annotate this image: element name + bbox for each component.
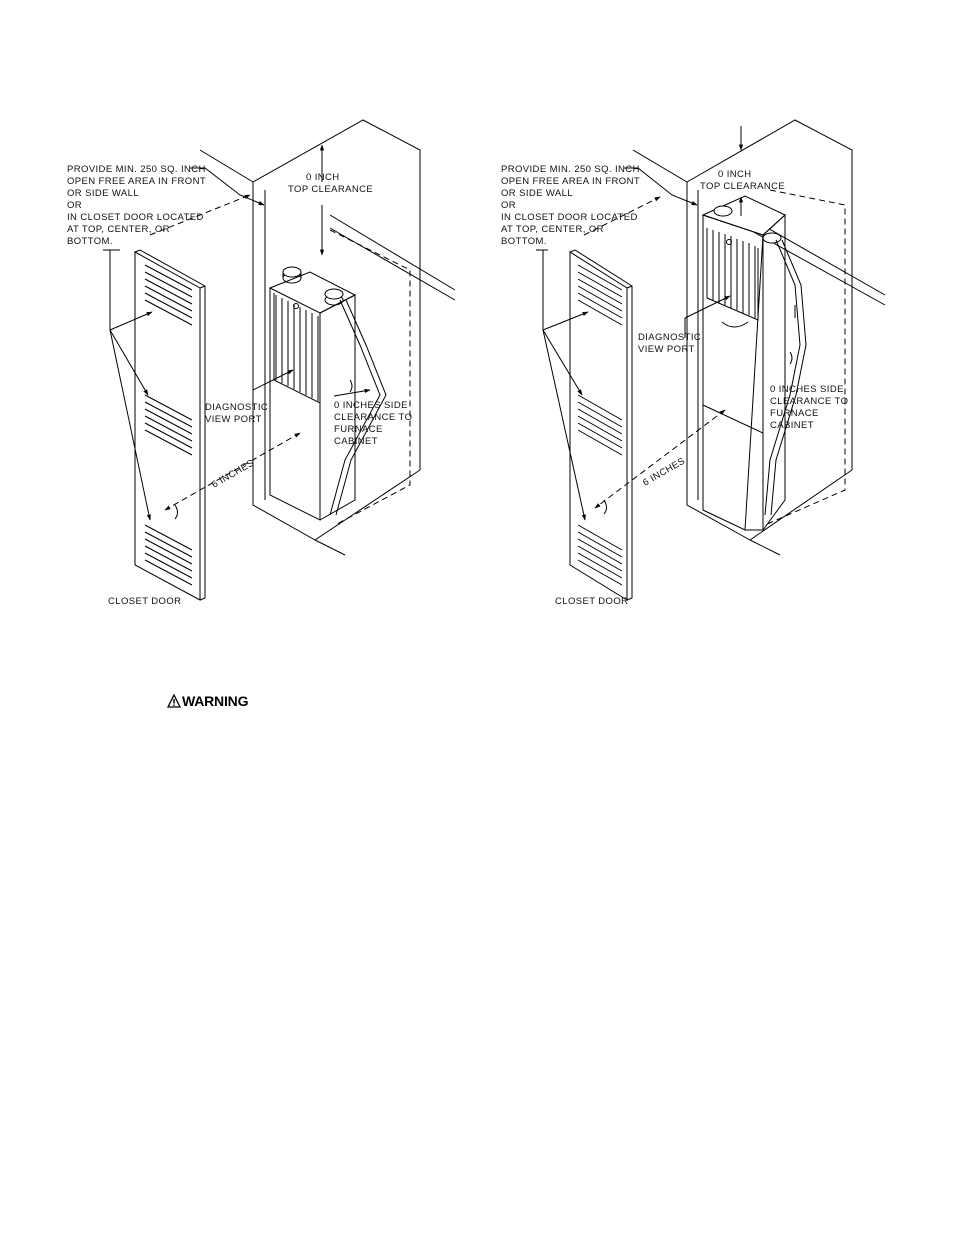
left-furnace-cabinet xyxy=(268,266,387,521)
left-side-clearance-line: FURNACE xyxy=(334,424,383,435)
right-front-clearance: 6 INCHES xyxy=(641,456,687,489)
left-provide-note-line: OR SIDE WALL xyxy=(67,188,139,199)
left-top-clearance-line: TOP CLEARANCE xyxy=(288,184,373,195)
left-provide-note-line: AT TOP, CENTER, OR xyxy=(67,224,170,235)
left-provide-note-line: OPEN FREE AREA IN FRONT xyxy=(67,176,206,187)
left-closet-door xyxy=(134,249,206,601)
left-door-louver-bottom xyxy=(144,524,193,586)
left-provide-note-line: PROVIDE MIN. 250 SQ. INCH xyxy=(67,164,206,175)
left-leader-lines xyxy=(103,144,371,521)
right-top-clearance-line: TOP CLEARANCE xyxy=(700,181,785,192)
right-side-clearance-line: CABINET xyxy=(770,420,814,431)
left-side-clearance-line: CABINET xyxy=(334,436,378,447)
right-closet-door-label: CLOSET DOOR xyxy=(555,596,628,607)
right-labels: PROVIDE MIN. 250 SQ. INCH OPEN FREE AREA… xyxy=(501,164,848,607)
left-furnace-louvers xyxy=(273,293,321,404)
left-diagnostic-line: VIEW PORT xyxy=(205,414,262,425)
right-diagnostic-line: VIEW PORT xyxy=(638,344,695,355)
left-door-louver-top xyxy=(144,264,193,326)
right-provide-note-line: IN CLOSET DOOR LOCATED xyxy=(501,212,638,223)
warning-label: WARNING xyxy=(182,693,249,709)
right-diagnostic-line: DIAGNOSTIC xyxy=(638,332,701,343)
right-provide-note-line: PROVIDE MIN. 250 SQ. INCH xyxy=(501,164,640,175)
left-top-clearance-line: 0 INCH xyxy=(306,172,340,183)
left-side-clearance-line: 0 INCHES SIDE xyxy=(334,400,408,411)
left-provide-note-line: BOTTOM. xyxy=(67,236,113,247)
right-closet-door xyxy=(569,249,633,601)
warning-triangle-icon xyxy=(167,694,181,708)
right-door-louver-bottom xyxy=(577,524,623,586)
right-furnace-louvers xyxy=(706,228,759,321)
right-side-clearance-line: FURNACE xyxy=(770,408,819,419)
left-front-clearance: 6 INCHES xyxy=(210,458,256,491)
right-provide-note-line: AT TOP, CENTER, OR xyxy=(501,224,604,235)
left-side-clearance-line: CLEARANCE TO xyxy=(334,412,412,423)
right-door-louver-top xyxy=(577,264,623,326)
left-closet-door-label: CLOSET DOOR xyxy=(108,596,181,607)
left-closet-diagram xyxy=(103,119,456,601)
left-provide-note-line: IN CLOSET DOOR LOCATED xyxy=(67,212,204,223)
right-provide-note-line: OPEN FREE AREA IN FRONT xyxy=(501,176,640,187)
right-provide-note-line: BOTTOM. xyxy=(501,236,547,247)
right-leader-lines xyxy=(536,126,793,521)
right-side-clearance-line: 0 INCHES SIDE xyxy=(770,384,844,395)
warning-heading: WARNING xyxy=(167,693,248,709)
right-top-clearance-line: 0 INCH xyxy=(718,169,752,180)
right-side-clearance-line: CLEARANCE TO xyxy=(770,396,848,407)
right-provide-note-line: OR xyxy=(501,200,516,211)
right-closet-diagram xyxy=(536,119,886,601)
left-diagnostic-line: DIAGNOSTIC xyxy=(205,402,268,413)
right-provide-note-line: OR SIDE WALL xyxy=(501,188,573,199)
left-provide-note-line: OR xyxy=(67,200,82,211)
left-labels: PROVIDE MIN. 250 SQ. INCH OPEN FREE AREA… xyxy=(67,164,412,607)
